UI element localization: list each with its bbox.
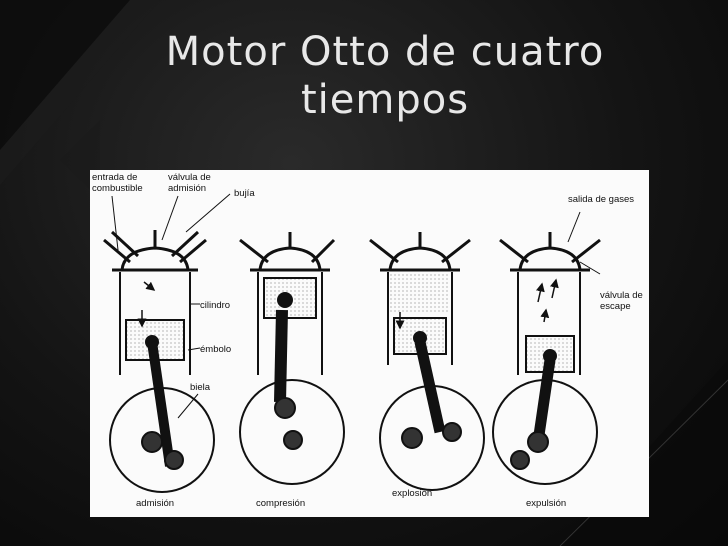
label-embolo: émbolo	[200, 344, 232, 355]
engine-explosion	[369, 232, 485, 491]
label-biela: biela	[190, 382, 211, 393]
stage-label-expulsion: expulsión	[526, 498, 567, 509]
engine-compresion	[239, 232, 345, 485]
label-cilindro: cilindro	[200, 300, 231, 311]
engine-drawing	[103, 193, 601, 493]
engine-expulsion	[492, 232, 601, 485]
slide-title: Motor Otto de cuatro tiempos	[165, 29, 605, 123]
leader-lines	[111, 193, 601, 419]
stage-label-compresion: compresión	[256, 498, 306, 509]
stage-label-explosion: explosión	[392, 488, 433, 499]
label-salida-gases: salida de gases	[568, 194, 635, 205]
engine-admision	[103, 230, 215, 493]
label-bujia: bujía	[234, 188, 255, 199]
stage-label-admision: admisión	[136, 498, 175, 509]
